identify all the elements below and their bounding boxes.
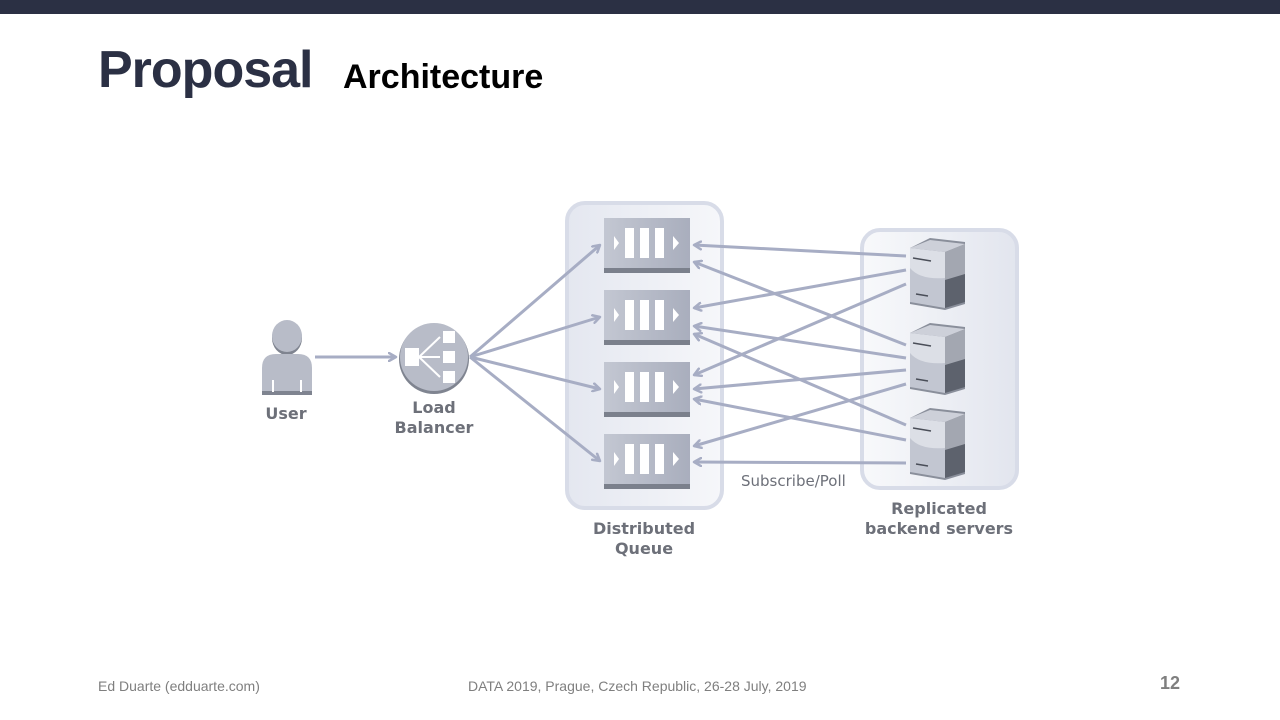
queue-partition-icon <box>604 434 690 489</box>
queue-container <box>565 201 724 510</box>
queue-label-line2: Queue <box>614 539 674 558</box>
lb-to-queue-arrow <box>469 355 600 389</box>
server-icon <box>910 238 965 310</box>
subscribe-poll-arrow <box>694 282 907 375</box>
servers-label-line2: backend servers <box>864 519 1014 538</box>
lb-to-queue-arrow <box>469 317 600 359</box>
footer-event: DATA 2019, Prague, Czech Republic, 26-28… <box>468 678 807 694</box>
subscribe-poll-arrow <box>694 326 907 360</box>
user-icon <box>262 320 312 395</box>
subscribe-poll-arrow <box>694 382 907 446</box>
load-balancer-icon <box>399 323 469 394</box>
footer-author: Ed Duarte (edduarte.com) <box>98 678 260 694</box>
servers-label-line1: Replicated <box>891 499 987 518</box>
subscribe-poll-arrow <box>694 245 907 258</box>
subscribe-poll-arrow <box>694 268 907 308</box>
queue-partition-icon <box>604 362 690 417</box>
queue-partition-icon <box>604 218 690 273</box>
load-balancer-label-line2: Balancer <box>394 418 474 437</box>
server-icon <box>910 408 965 480</box>
lb-to-queue-arrow <box>469 245 600 359</box>
queue-partition-icon <box>604 290 690 345</box>
slide-title: Proposal <box>98 41 313 99</box>
lb-to-queue-arrow <box>469 355 600 461</box>
top-bar <box>0 0 1280 14</box>
subscribe-poll-arrow <box>694 462 907 463</box>
subscribe-poll-arrow <box>694 399 907 442</box>
server-to-queue-arrows <box>694 245 907 463</box>
queue-label-line1: Distributed <box>592 519 696 538</box>
page-number: 12 <box>1160 673 1181 693</box>
slide-subtitle: Architecture <box>343 58 544 96</box>
server-icon <box>910 323 965 395</box>
subscribe-poll-arrow <box>694 262 907 347</box>
subscribe-poll-arrow <box>694 334 907 427</box>
user-label: User <box>265 404 307 423</box>
subscribe-poll-label: Subscribe/Poll <box>741 472 846 490</box>
load-balancer-label-line1: Load <box>412 398 456 417</box>
lb-to-queue-arrows <box>469 245 600 461</box>
